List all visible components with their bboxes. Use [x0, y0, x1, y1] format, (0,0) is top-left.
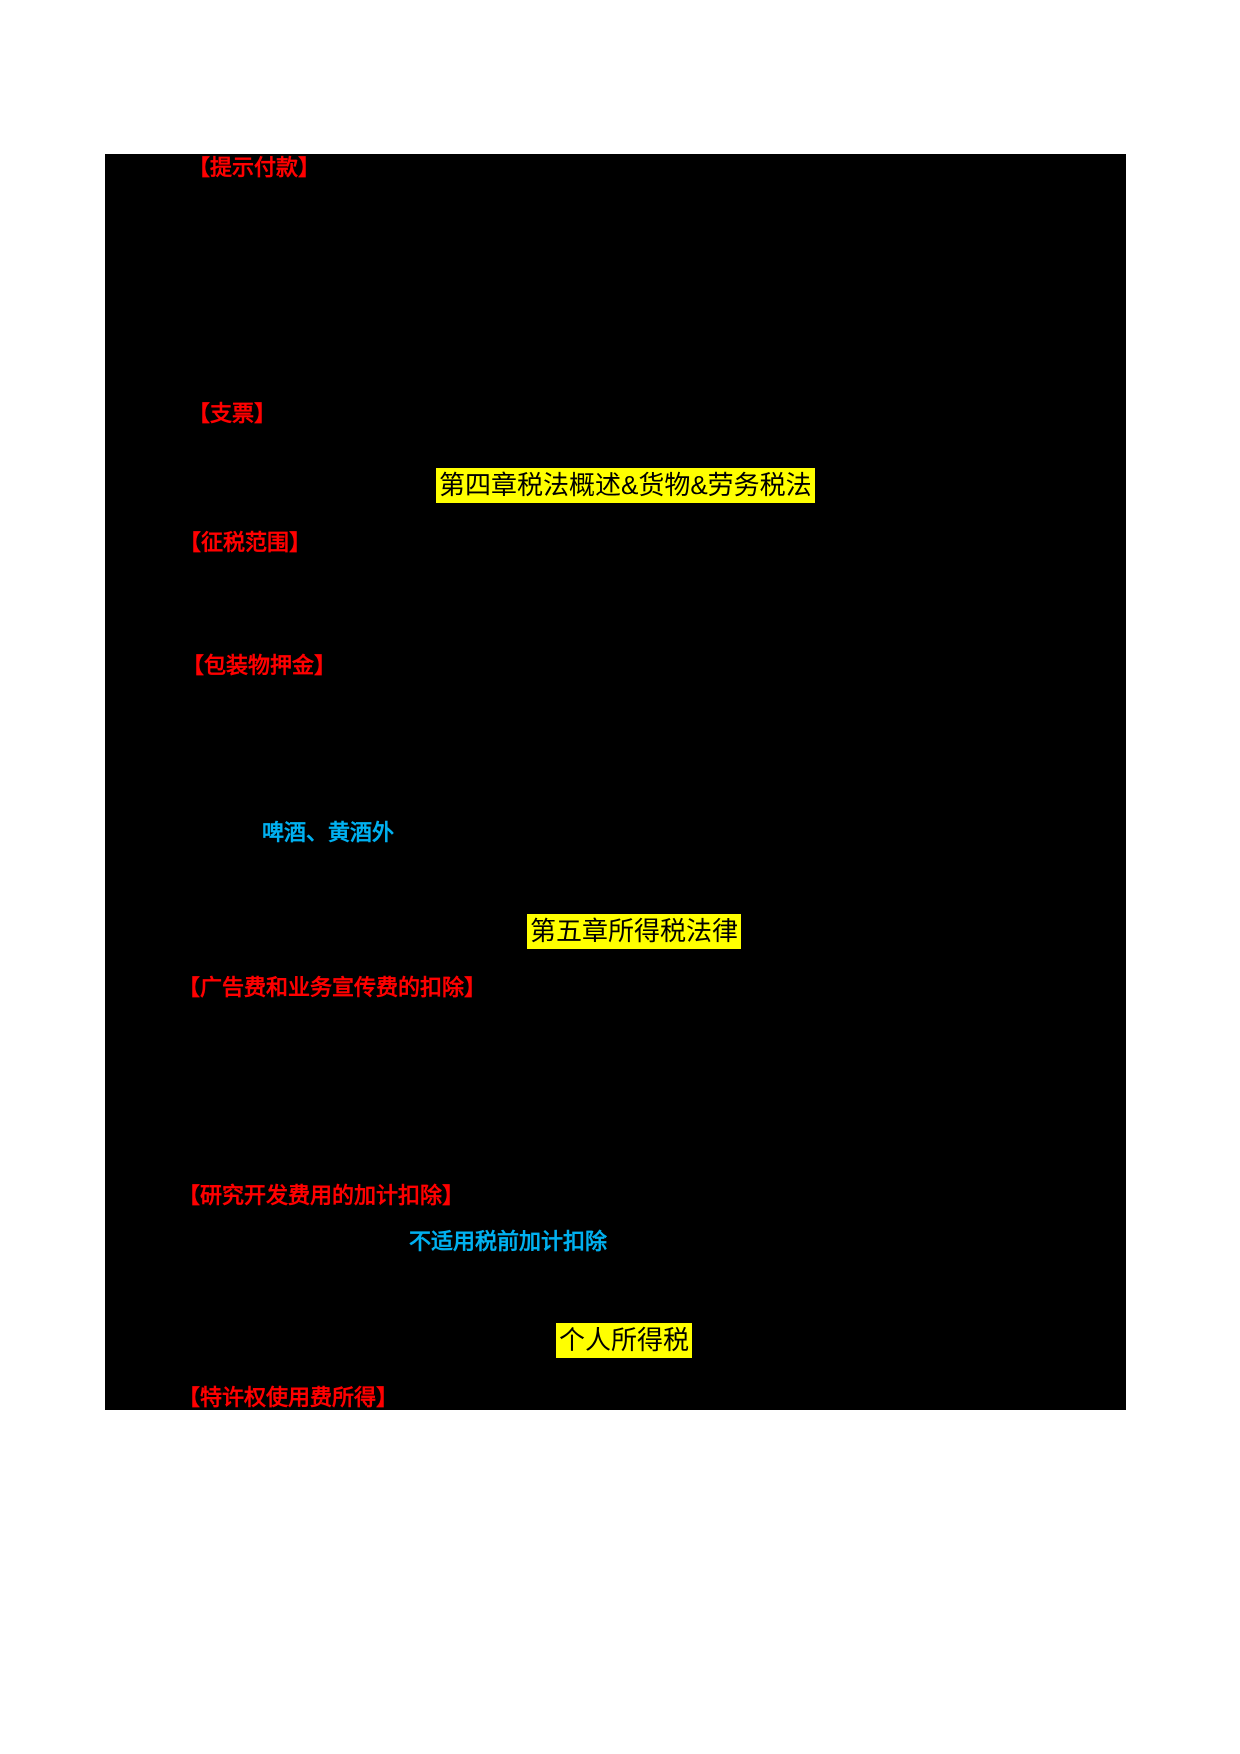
- note-no-pretax-deduction: 不适用税前加计扣除: [409, 1229, 608, 1254]
- heading-advertising-fee: 【广告费和业务宣传费的扣除】: [178, 975, 487, 1000]
- heading-packaging-deposit: 【包装物押金】: [182, 653, 337, 678]
- heading-tax-scope: 【征税范围】: [179, 530, 312, 555]
- content-area: 【提示付款】 【支票】 第四章税法概述&货物&劳务税法 【征税范围】 【包装物押…: [105, 154, 1126, 1410]
- heading-check: 【支票】: [188, 401, 277, 426]
- chapter5-title-highlight: 第五章所得税法律: [527, 914, 742, 949]
- personal-income-tax-title-highlight: 个人所得税: [556, 1323, 693, 1358]
- heading-tip-payment: 【提示付款】: [188, 155, 321, 180]
- chapter4-title-highlight: 第四章税法概述&货物&劳务税法: [436, 468, 815, 503]
- heading-rd-expense: 【研究开发费用的加计扣除】: [178, 1183, 465, 1208]
- note-beer-yellow-wine: 啤酒、黄酒外: [262, 820, 395, 845]
- heading-royalty-income: 【特许权使用费所得】: [178, 1385, 399, 1410]
